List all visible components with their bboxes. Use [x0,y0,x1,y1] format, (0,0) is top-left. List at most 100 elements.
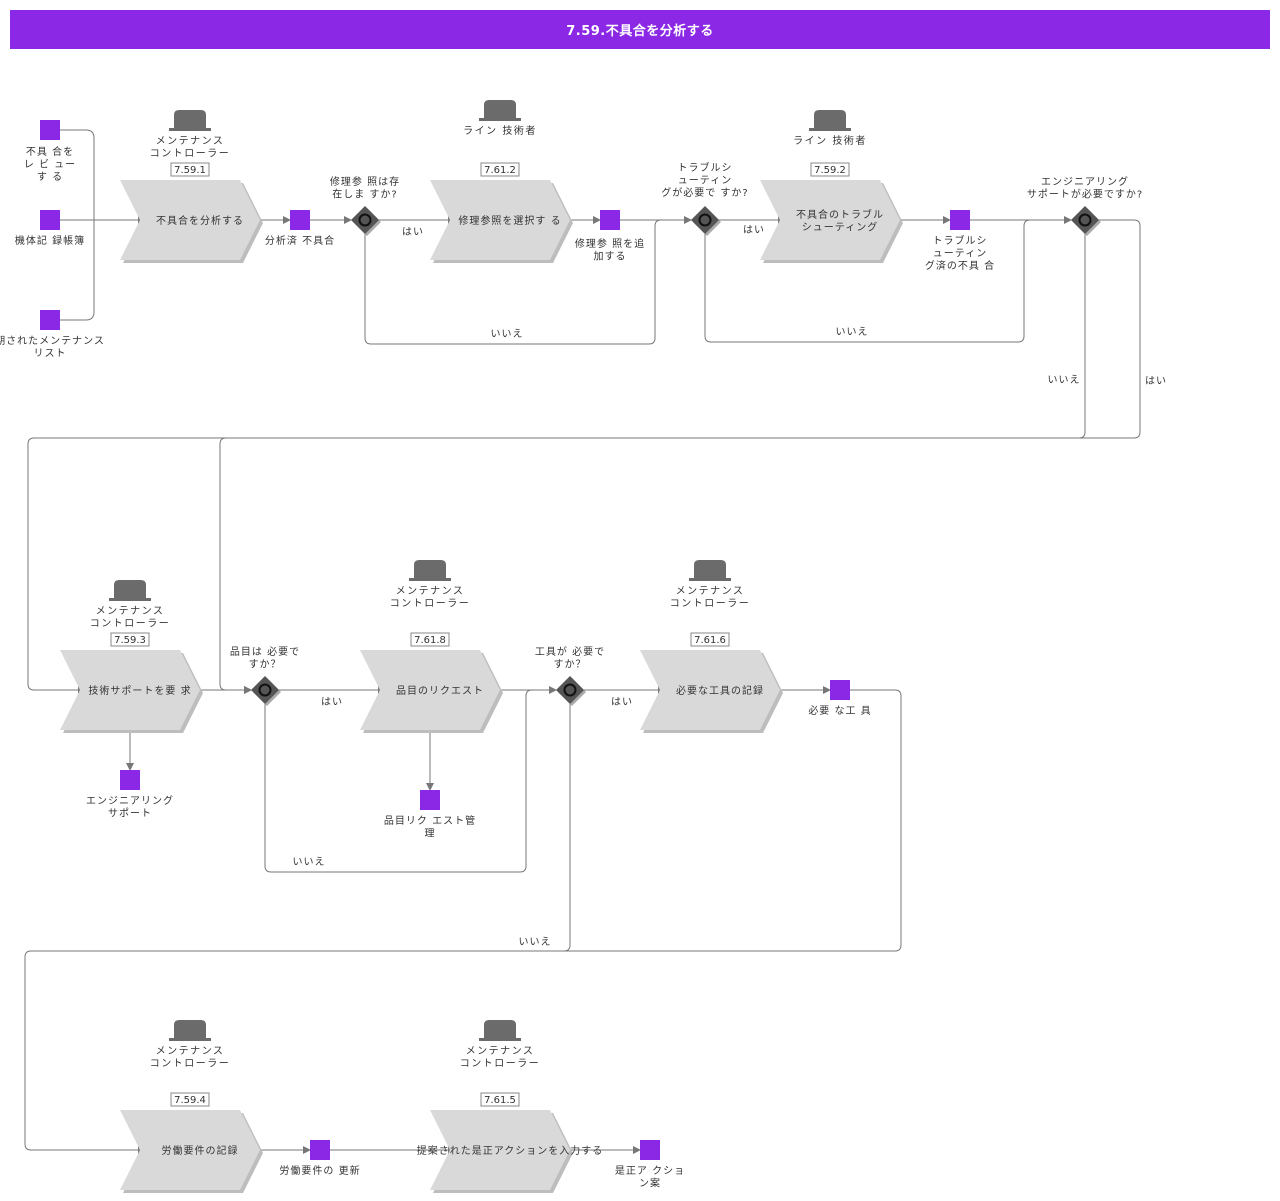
document-square-icon[interactable] [40,210,60,230]
process-code: 7.59.3 [114,635,146,646]
edge-label: はい [1145,375,1167,387]
document-label: 修理参 照を追 [575,237,645,250]
role-label: メンテナンス [676,585,745,597]
document-label: 不具 合を [26,145,74,158]
process-label: シューティング [802,221,878,234]
document-square-icon[interactable] [40,120,60,140]
role-label: メンテナンス [156,1045,225,1057]
role-label: メンテナンス [466,1045,535,1057]
role-hat-icon [174,110,206,128]
edge-label: いいえ [293,856,326,868]
edge-label: はい [402,226,424,238]
role-label: メンテナンス [396,585,465,597]
process-label: 修理参照を選択す る [458,214,561,227]
document-label: 機体記 録帳簿 [15,234,85,247]
decision-label: 修理参 照は存 [330,175,400,188]
process-p2[interactable] [430,180,570,260]
process-code: 7.59.1 [174,165,206,176]
flow-connector [563,704,571,952]
process-label: 技術サポートを要 求 [88,684,191,697]
document-square-icon[interactable] [40,310,60,330]
process-code-box [170,162,210,177]
edge-label: いいえ [836,326,869,338]
xor-gateway-icon[interactable] [556,676,584,704]
role-label: コントローラー [460,1058,541,1070]
xor-gateway-icon[interactable] [251,676,279,704]
role-hat-brim [809,128,851,131]
document-label: リスト [34,349,67,360]
decision-label: サポートが必要ですか? [1027,188,1143,201]
xor-gateway-icon[interactable] [1071,206,1099,234]
document-square-icon[interactable] [640,1140,660,1160]
role-label: コントローラー [150,1058,231,1070]
document-label: サポート [108,808,152,820]
edge-label: いいえ [491,328,524,340]
document-label: トラブルシ [933,234,988,247]
role-label: メンテナンス [156,135,225,147]
role-hat-icon [484,1020,516,1038]
process-p4[interactable] [60,650,200,730]
process-code: 7.61.5 [484,1095,516,1106]
role-hat-brim [169,1038,211,1041]
document-square-icon[interactable] [950,210,970,230]
role-hat-brim [109,598,151,601]
document-label: レ ビ ュー [24,159,76,171]
document-square-icon[interactable] [290,210,310,230]
document-label: 期されたメンテナンス [0,335,105,347]
document-square-icon[interactable] [600,210,620,230]
role-hat-brim [689,578,731,581]
document-label: 分析済 不具合 [265,234,335,247]
edge-label: はい [743,224,765,236]
decision-label: すか？ [554,659,587,671]
document-square-icon[interactable] [310,1140,330,1160]
process-code-box [480,1092,520,1107]
decision-label: トラブルシ [678,161,733,174]
document-label: 品目リク エスト管 [384,814,476,827]
role-label: コントローラー [390,598,471,610]
process-p1[interactable] [120,180,260,260]
document-square-icon[interactable] [120,770,140,790]
decision-label: グが必要で すか? [661,186,749,199]
process-code-box [810,162,850,177]
process-code: 7.59.4 [174,1095,206,1106]
role-hat-icon [114,580,146,598]
flow-connector [704,219,1031,343]
role-hat-icon [174,1020,206,1038]
flow-connector [27,219,1141,694]
decision-label: ューティン [678,176,732,187]
role-hat-brim [169,128,211,131]
document-label: ューティン [933,249,987,260]
process-code-box [110,632,150,647]
xor-gateway-icon[interactable] [351,206,379,234]
edge-label: はい [321,696,343,708]
process-p6[interactable] [640,650,780,730]
decision-label: 工具が 必要で [535,645,605,658]
process-p7[interactable] [120,1110,260,1190]
process-code: 7.61.8 [414,635,446,646]
process-p3[interactable] [760,180,900,260]
process-p8[interactable] [430,1110,570,1190]
process-p5[interactable] [360,650,500,730]
document-square-icon[interactable] [420,790,440,810]
process-label: 労働要件の記録 [162,1144,239,1157]
gateway-ring [1078,213,1092,227]
document-square-icon[interactable] [830,680,850,700]
document-label: 是正ア クショ [615,1165,685,1177]
document-label: 加する [594,251,627,263]
process-code: 7.59.2 [814,165,846,176]
document-label: す る [37,171,63,183]
role-label: コントローラー [150,148,231,160]
decision-label: 在しま すか? [332,189,398,201]
process-label: 不具合を分析する [156,214,244,227]
decision-label: 品目は 必要で [230,645,300,658]
document-label: グ済の不具 合 [925,259,995,272]
process-label: 必要な工具の記録 [676,684,764,697]
page-title: 7.59.不具合を分析する [10,10,1270,49]
process-label: 品目のリクエスト [396,685,484,697]
process-code: 7.61.6 [694,635,726,646]
process-code-box [480,162,520,177]
process-code: 7.61.2 [484,165,516,176]
xor-gateway-icon[interactable] [691,206,719,234]
gateway-ring [563,683,577,697]
